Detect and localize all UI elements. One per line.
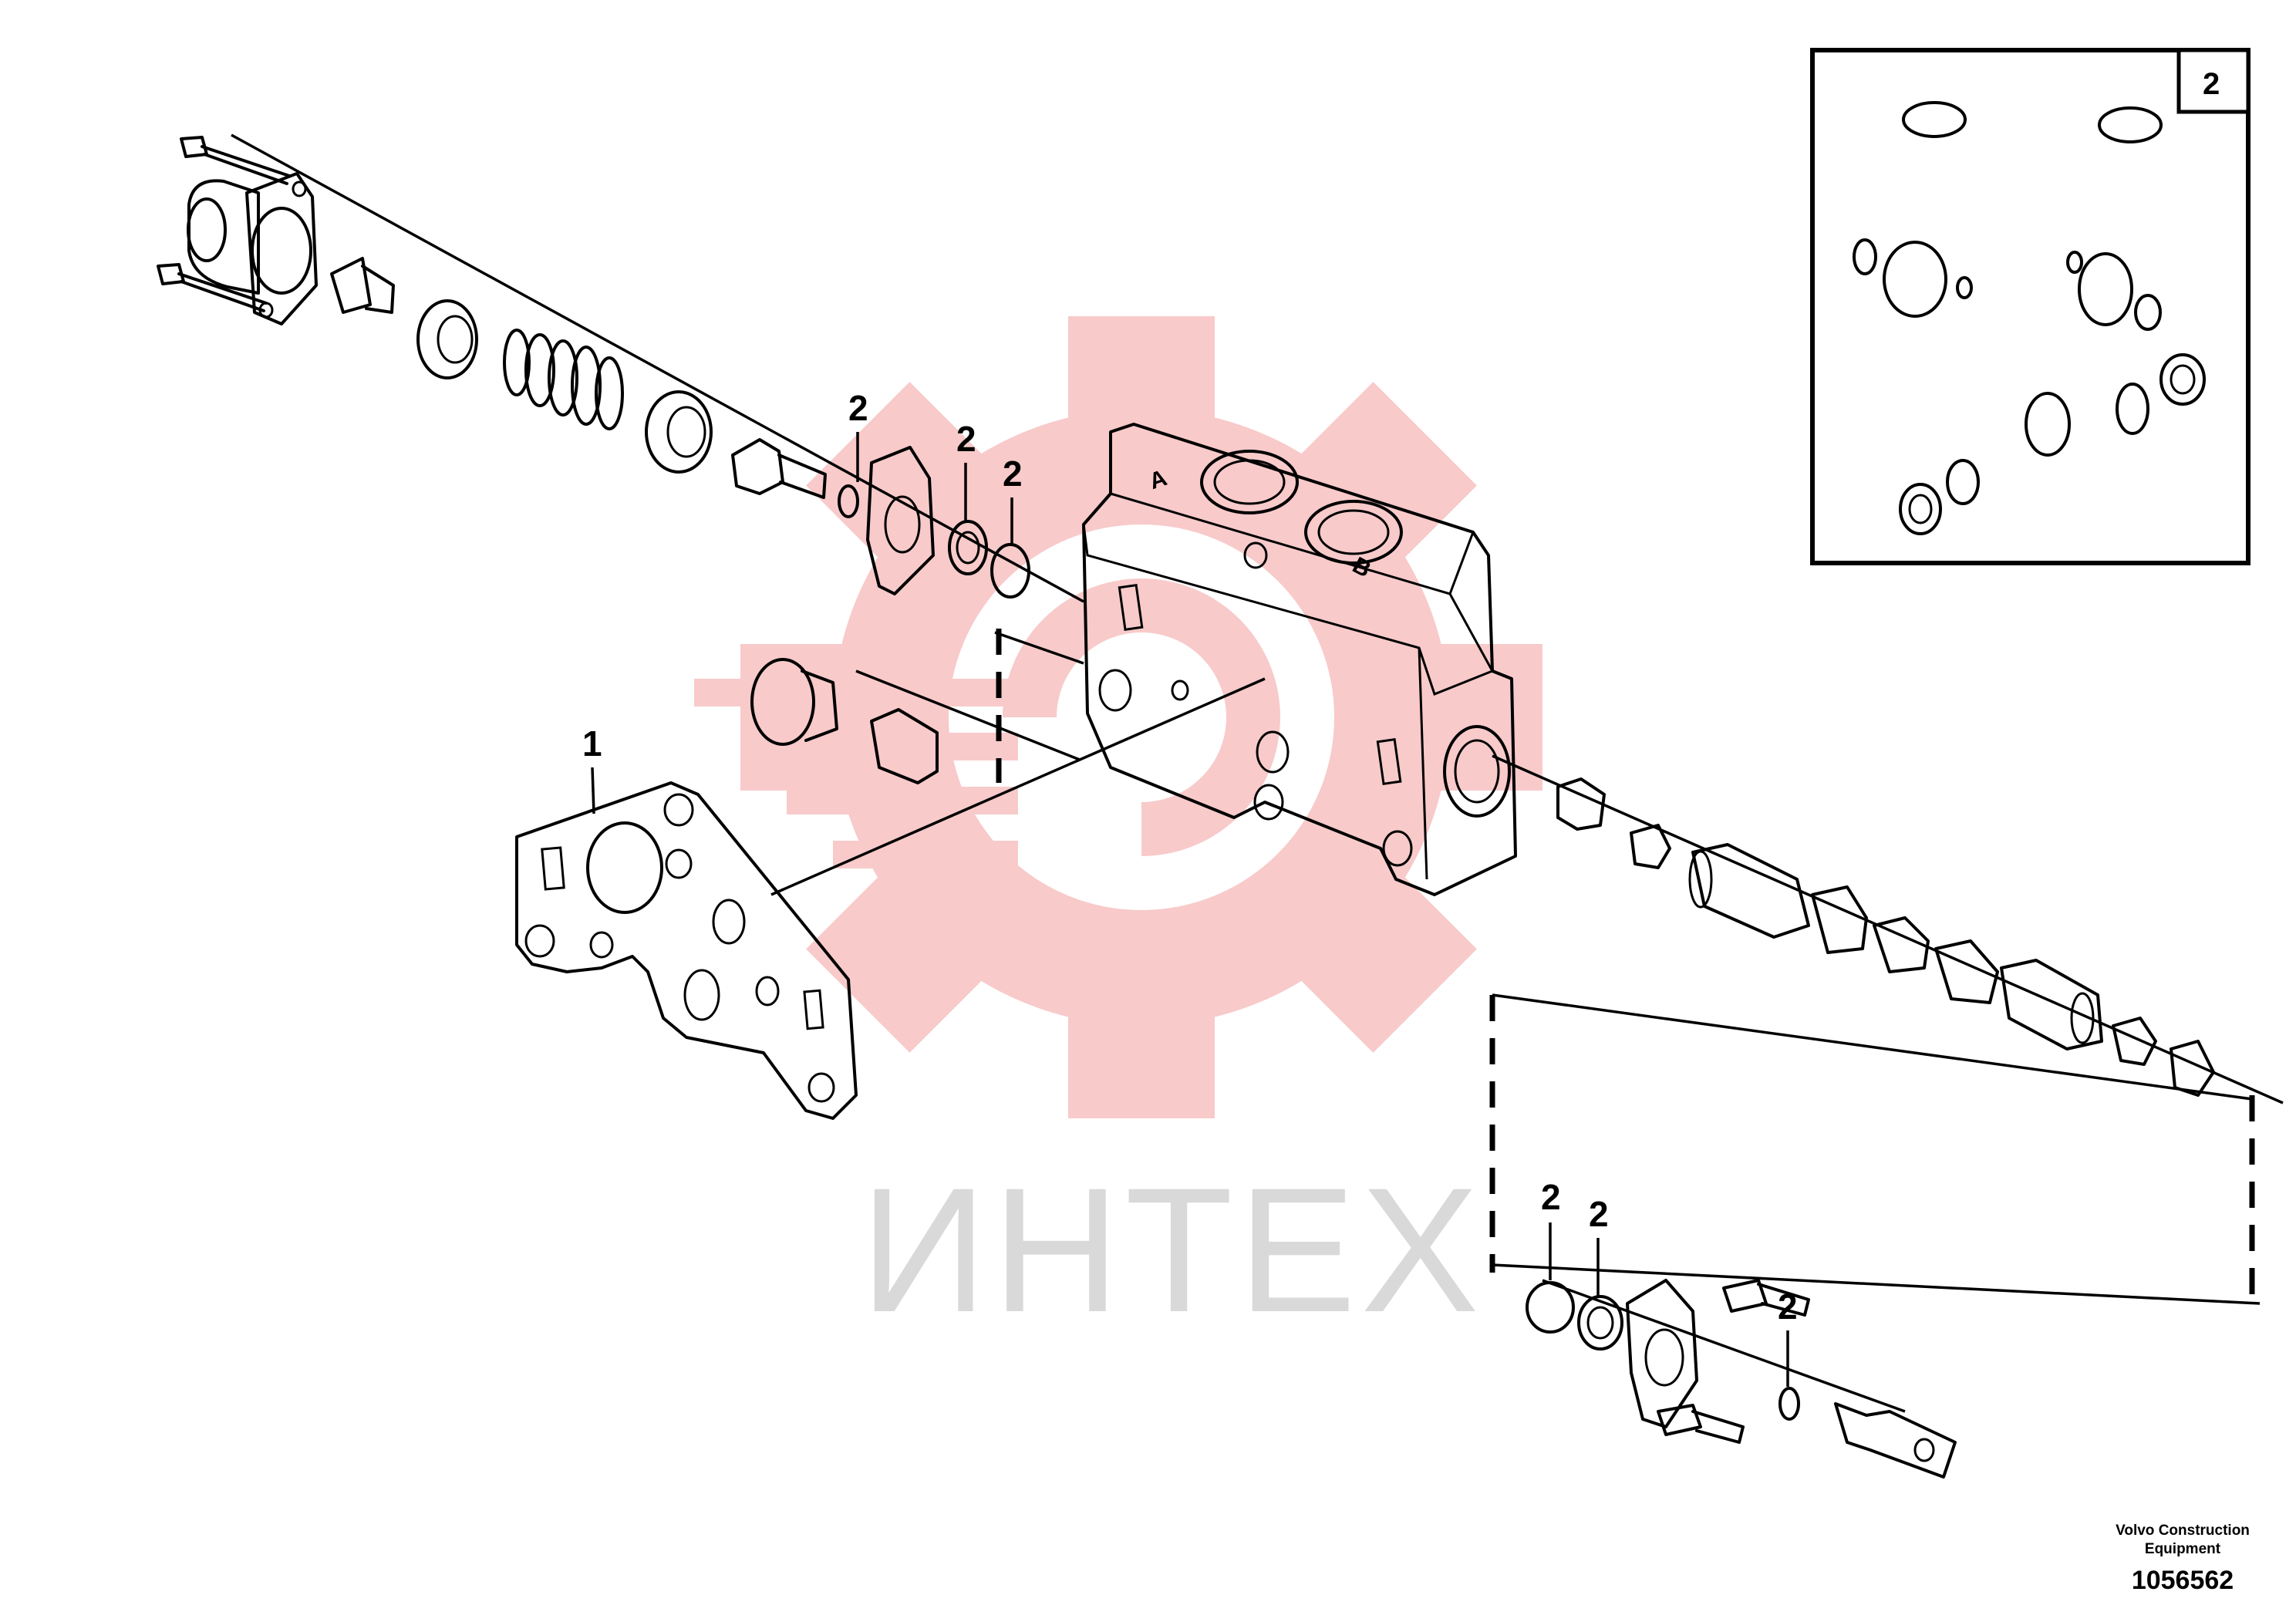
brand-line-2: Equipment	[2145, 1541, 2221, 1557]
callout-1: 1	[582, 723, 602, 764]
callout-2-b: 2	[956, 419, 976, 459]
relief-valve-assembly	[157, 133, 1084, 603]
valve-section-body: A B	[1082, 423, 1517, 896]
spool-cover-assembly	[1489, 993, 2261, 1479]
spool-assembly	[1492, 754, 2284, 1104]
gasket-plate	[515, 677, 1266, 1120]
callout-2-a: 2	[848, 388, 868, 428]
callout-2-f: 2	[1778, 1286, 1798, 1327]
seal-kit-inset: 2	[1810, 48, 2250, 565]
callout-2-d: 2	[1541, 1177, 1561, 1217]
drawing-number: 1056562	[2132, 1566, 2234, 1595]
footer-block: Volvo Construction Equipment 1056562	[2116, 1523, 2250, 1595]
watermark-text: ИНТЕХ	[860, 1151, 1484, 1349]
gear-watermark-icon	[694, 316, 1542, 1118]
brand-line-1: Volvo Construction	[2116, 1523, 2250, 1539]
check-valve-assembly	[750, 629, 1084, 784]
seal-kit-label: 2	[2203, 67, 2220, 101]
callout-2-e: 2	[1589, 1194, 1609, 1234]
callout-2-c: 2	[1003, 454, 1023, 494]
callout-group: 1 2 2 2 2 2 2	[582, 388, 1798, 1387]
